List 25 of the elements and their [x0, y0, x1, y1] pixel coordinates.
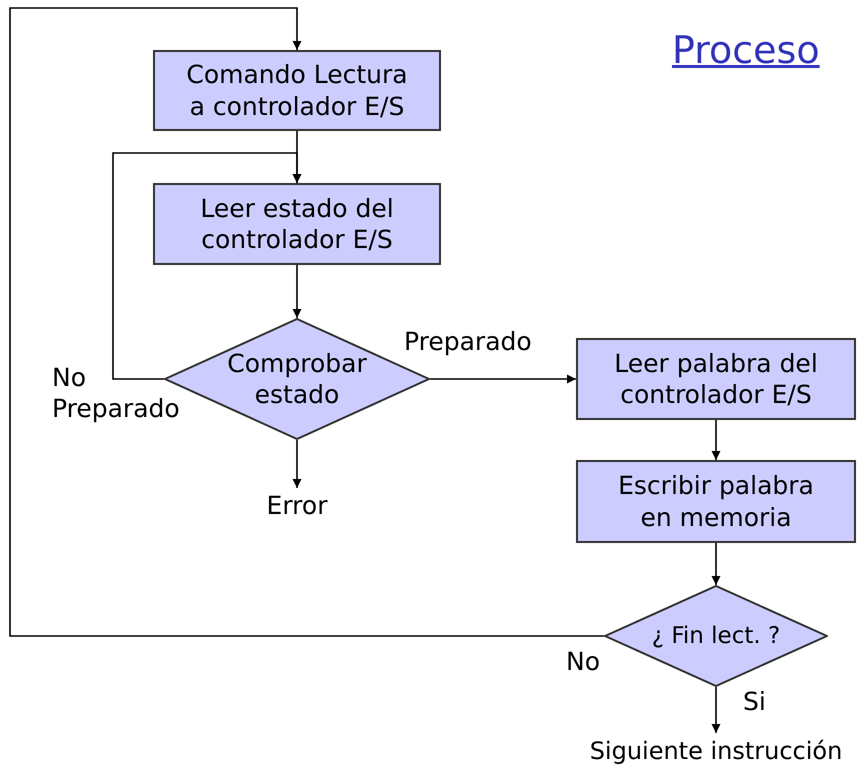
node-label: Leer palabra del controlador E/S [613, 348, 819, 410]
arrow [712, 543, 720, 585]
arrow [430, 374, 576, 384]
node-label: Comprobar estado [226, 348, 368, 410]
edge-label: Si [743, 686, 767, 718]
process-box [576, 338, 856, 420]
arrow [9, 7, 604, 637]
arrow [292, 265, 302, 318]
node-label: Comando Lectura a controlador E/S [185, 59, 409, 122]
process-box [153, 183, 441, 265]
arrow [112, 152, 302, 380]
node-label: Leer estado del controlador E/S [199, 192, 395, 256]
arrow [712, 687, 720, 733]
edge-label: No Preparado [52, 362, 181, 424]
node-label: ¿ Fin lect. ? [652, 622, 780, 650]
terminal-label: Siguiente instrucción [590, 736, 842, 766]
slide-title: Proceso [672, 28, 820, 72]
arrow [712, 420, 720, 460]
process-box [576, 460, 856, 543]
edge-label: No [566, 646, 601, 678]
arrow [292, 440, 302, 488]
node-label: Escribir palabra en memoria [617, 470, 815, 533]
terminal-label: Error [266, 490, 328, 522]
process-box [153, 50, 441, 131]
edge-label: Preparado [404, 326, 533, 358]
